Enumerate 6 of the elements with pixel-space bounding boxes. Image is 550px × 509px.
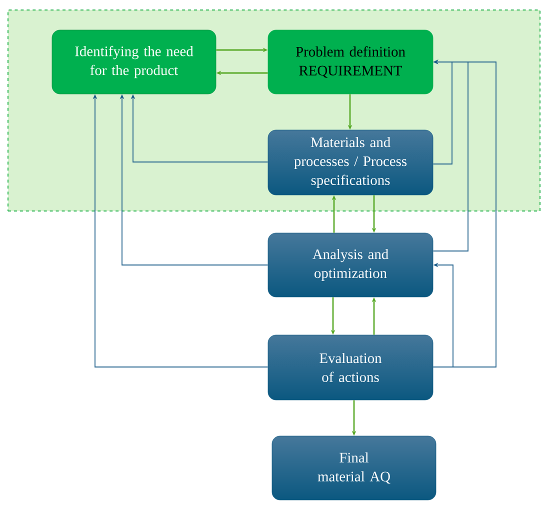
process-box: Analysis and optimization <box>268 232 434 298</box>
process-box: Materials and processes / Process specifications <box>268 130 434 196</box>
process-box: Problem definition REQUIREMENT <box>268 30 434 94</box>
process-box: Evaluation of actions <box>268 334 434 400</box>
process-box: Identifying the need for the product <box>52 30 216 94</box>
process-box: Final material AQ <box>272 436 436 500</box>
